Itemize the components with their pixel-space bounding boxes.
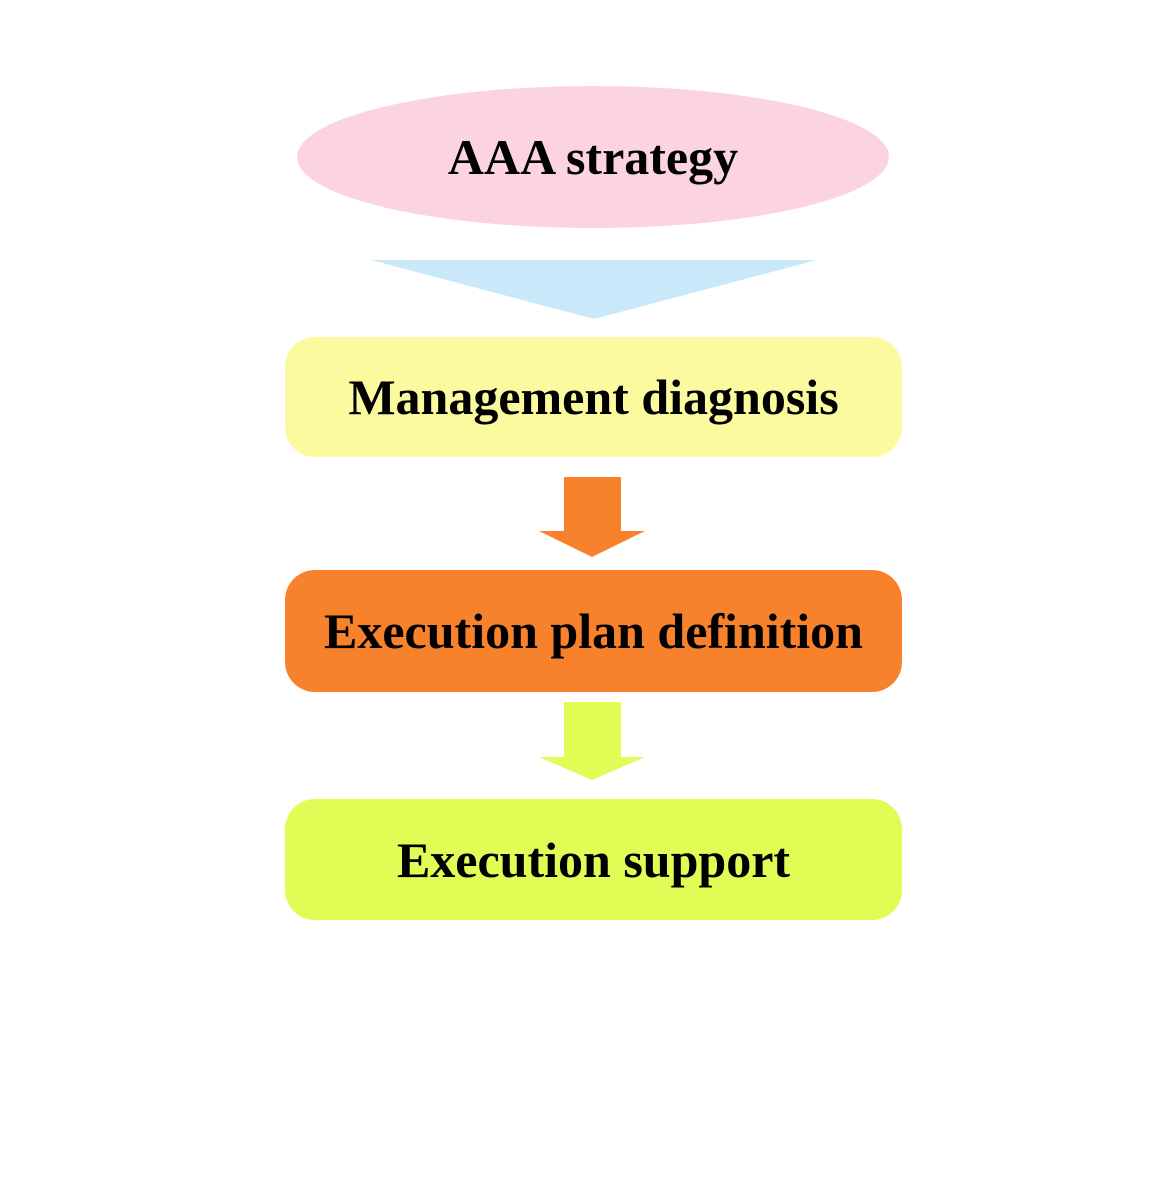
execution-support-box: Execution support xyxy=(285,799,902,920)
execution-plan-definition-box: Execution plan definition xyxy=(285,570,902,692)
strategy-ellipse-node: AAA strategy xyxy=(297,86,889,228)
strategy-label: AAA strategy xyxy=(447,129,739,185)
down-arrow-icon xyxy=(539,477,645,557)
triangle-down-connector xyxy=(371,260,817,319)
block-arrow-down-orange-connector xyxy=(539,477,645,557)
management-diagnosis-box: Management diagnosis xyxy=(285,337,902,457)
block-arrow-down-green-connector xyxy=(539,702,645,780)
execution-plan-definition-label: Execution plan definition xyxy=(324,603,863,659)
management-diagnosis-label: Management diagnosis xyxy=(348,369,839,425)
down-arrow-icon xyxy=(539,702,645,780)
triangle-down-icon xyxy=(371,260,817,319)
execution-support-label: Execution support xyxy=(396,831,791,888)
